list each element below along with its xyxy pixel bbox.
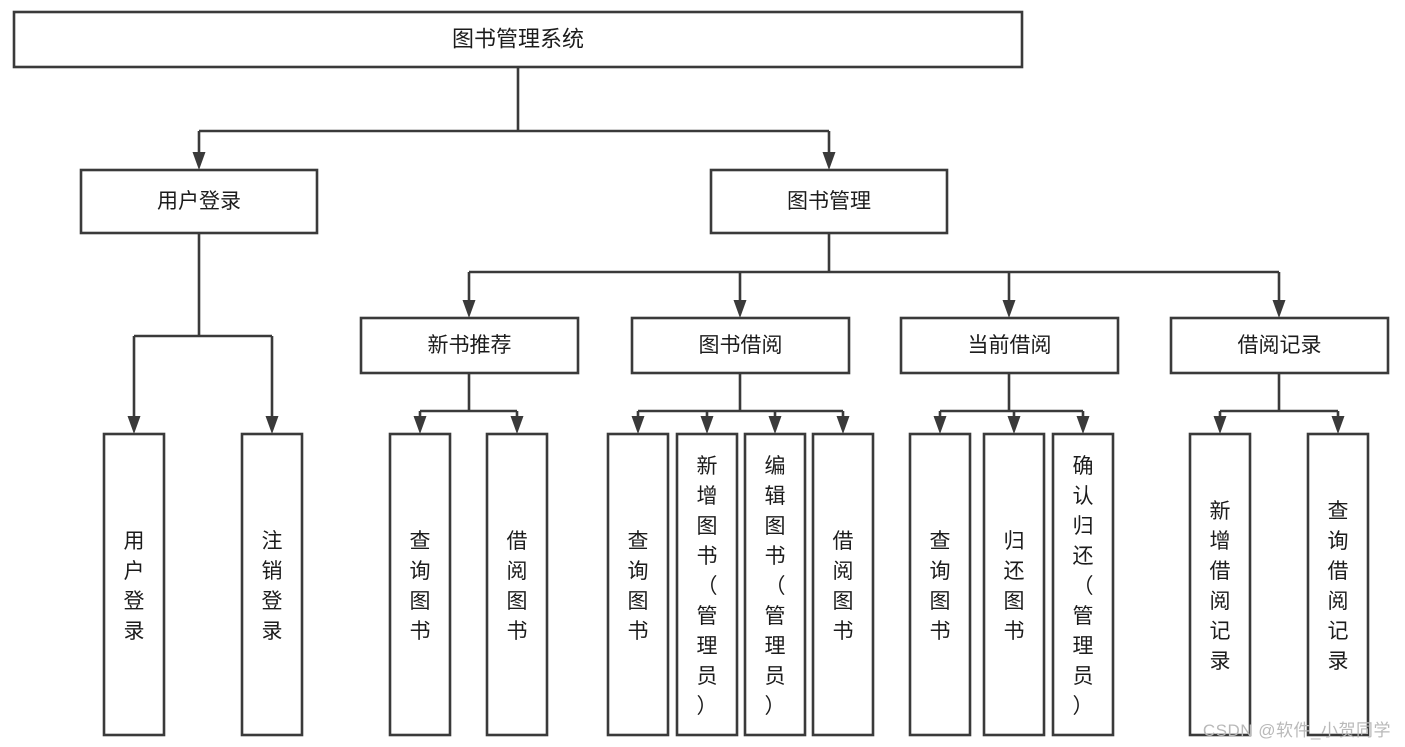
node-leaf-rec-query2-rect[interactable] [1306, 432, 1370, 737]
book-borrow-drop-0-arrowhead [631, 416, 645, 434]
node-root[interactable]: 图书管理系统 [12, 10, 1024, 69]
node-root-label: 图书管理系统 [452, 26, 584, 51]
node-leaf-borrow-query-label: 查询图书 [628, 530, 649, 643]
node-leaf-rec-borrow[interactable]: 借阅图书 [485, 432, 549, 737]
book-borrow-drop-2-arrowhead [768, 416, 782, 434]
node-leaf-borrow-do[interactable]: 借阅图书 [811, 432, 875, 737]
book-manage-drop-0-arrowhead [462, 300, 476, 318]
node-leaf-rec-query-rect[interactable] [388, 432, 452, 737]
node-leaf-user-login[interactable]: 用户登录 [102, 432, 166, 737]
node-leaf-user-logout-rect[interactable] [240, 432, 304, 737]
node-user-login[interactable]: 用户登录 [79, 168, 319, 235]
new-book-rec-drop-0-arrowhead [413, 416, 427, 434]
node-leaf-rec-add[interactable]: 新增借阅记录 [1188, 432, 1252, 737]
node-leaf-borrow-add-label: 新增图书（管理员） [697, 455, 718, 718]
node-book-borrow-rect[interactable] [630, 316, 851, 375]
node-leaf-borrow-add[interactable]: 新增图书（管理员） [675, 432, 739, 737]
book-borrow-drop-1-arrowhead [700, 416, 714, 434]
node-leaf-cur-confirm-label: 确认归还（管理员） [1073, 455, 1094, 718]
node-user-login-label: 用户登录 [157, 190, 241, 213]
book-manage-drop-1-arrowhead [733, 300, 747, 318]
node-borrow-record-rect[interactable] [1169, 316, 1390, 375]
user-login-drop-1-arrowhead [265, 416, 279, 434]
node-leaf-cur-query-label: 查询图书 [930, 530, 951, 643]
node-leaf-user-login-label: 用户登录 [124, 530, 145, 643]
node-leaf-cur-confirm-rect[interactable] [1051, 432, 1115, 737]
current-borrow-drop-1-arrowhead [1007, 416, 1021, 434]
node-leaf-rec-query2-label: 查询借阅记录 [1328, 500, 1349, 673]
node-borrow-record[interactable]: 借阅记录 [1169, 316, 1390, 375]
node-leaf-borrow-do-rect[interactable] [811, 432, 875, 737]
node-leaf-cur-query-rect[interactable] [908, 432, 972, 737]
node-leaf-user-login-rect[interactable] [102, 432, 166, 737]
book-borrow-drop-3-arrowhead [836, 416, 850, 434]
node-leaf-borrow-edit[interactable]: 编辑图书（管理员） [743, 432, 807, 737]
node-book-manage-rect[interactable] [709, 168, 949, 235]
node-leaf-rec-add-label: 新增借阅记录 [1210, 500, 1231, 673]
node-leaf-rec-query[interactable]: 查询图书 [388, 432, 452, 737]
node-new-book-rec[interactable]: 新书推荐 [359, 316, 580, 375]
node-book-borrow-label: 图书借阅 [699, 334, 783, 357]
node-leaf-borrow-edit-rect[interactable] [743, 432, 807, 737]
book-manage-drop-3-arrowhead [1272, 300, 1286, 318]
node-book-manage[interactable]: 图书管理 [709, 168, 949, 235]
node-leaf-cur-return-rect[interactable] [982, 432, 1046, 737]
node-leaf-rec-query2[interactable]: 查询借阅记录 [1306, 432, 1370, 737]
node-book-manage-label: 图书管理 [787, 190, 871, 213]
node-leaf-borrow-edit-label: 编辑图书（管理员） [765, 455, 786, 718]
book-manage-drop-2-arrowhead [1002, 300, 1016, 318]
node-leaf-cur-confirm[interactable]: 确认归还（管理员） [1051, 432, 1115, 737]
node-current-borrow-label: 当前借阅 [968, 334, 1052, 357]
node-leaf-borrow-add-rect[interactable] [675, 432, 739, 737]
new-book-rec-drop-1-arrowhead [510, 416, 524, 434]
current-borrow-drop-0-arrowhead [933, 416, 947, 434]
node-current-borrow[interactable]: 当前借阅 [899, 316, 1120, 375]
user-login-drop-0-arrowhead [127, 416, 141, 434]
node-root-rect[interactable] [12, 10, 1024, 69]
node-new-book-rec-label: 新书推荐 [428, 334, 512, 357]
root-drop-1-arrowhead [822, 152, 836, 170]
node-leaf-borrow-query[interactable]: 查询图书 [606, 432, 670, 737]
node-leaf-cur-query[interactable]: 查询图书 [908, 432, 972, 737]
node-leaf-rec-query-label: 查询图书 [410, 530, 431, 643]
csdn-watermark: CSDN @软件_小贺同学 [1202, 721, 1391, 740]
root-drop-0-arrowhead [192, 152, 206, 170]
borrow-record-drop-1-arrowhead [1331, 416, 1345, 434]
node-leaf-cur-return[interactable]: 归还图书 [982, 432, 1046, 737]
node-user-login-rect[interactable] [79, 168, 319, 235]
node-leaf-rec-add-rect[interactable] [1188, 432, 1252, 737]
borrow-record-drop-0-arrowhead [1213, 416, 1227, 434]
node-leaf-cur-return-label: 归还图书 [1004, 530, 1025, 643]
node-new-book-rec-rect[interactable] [359, 316, 580, 375]
node-leaf-rec-borrow-rect[interactable] [485, 432, 549, 737]
node-current-borrow-rect[interactable] [899, 316, 1120, 375]
node-leaf-user-logout[interactable]: 注销登录 [240, 432, 304, 737]
current-borrow-drop-2-arrowhead [1076, 416, 1090, 434]
node-borrow-record-label: 借阅记录 [1238, 334, 1322, 357]
node-leaf-borrow-do-label: 借阅图书 [833, 530, 854, 643]
node-leaf-rec-borrow-label: 借阅图书 [507, 530, 528, 643]
node-leaf-borrow-query-rect[interactable] [606, 432, 670, 737]
node-book-borrow[interactable]: 图书借阅 [630, 316, 851, 375]
node-leaf-user-logout-label: 注销登录 [262, 530, 283, 643]
